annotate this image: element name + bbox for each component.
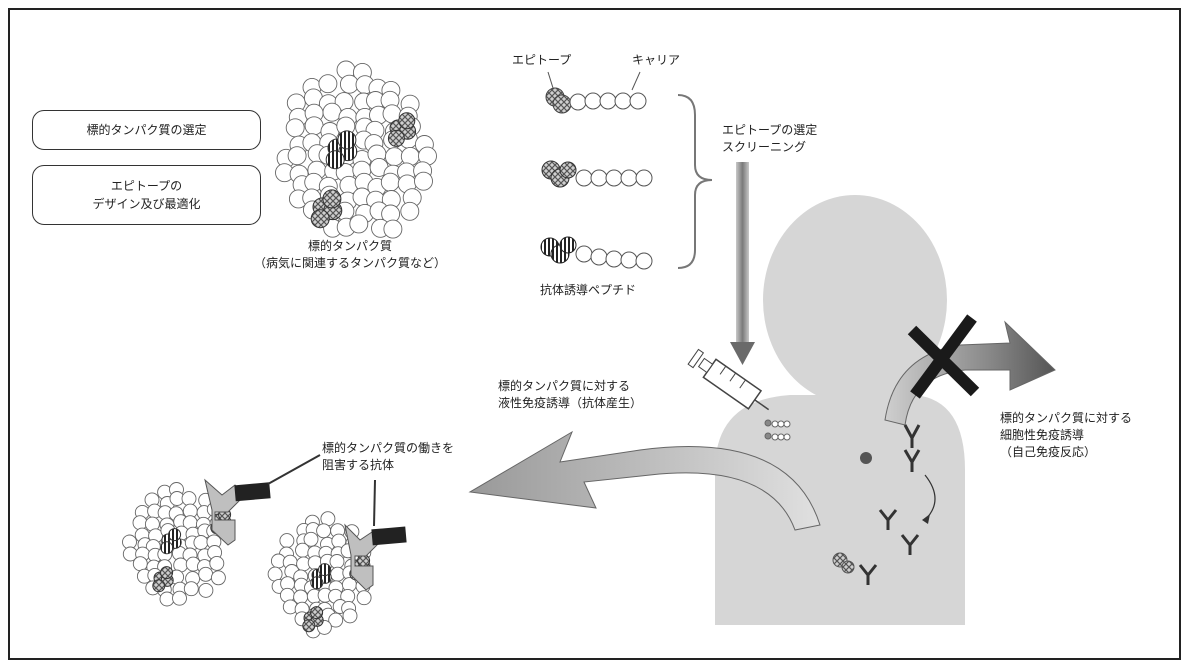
injected-peptides	[764, 419, 791, 441]
antibody-pointer-1	[267, 454, 321, 485]
protein-label: 標的タンパク質 （病気に関連するタンパク質など）	[253, 239, 446, 270]
epitope-label: エピトープ	[512, 53, 572, 67]
epitope-design-label-1: エピトープの	[110, 179, 183, 193]
carrier-label: キャリア	[632, 53, 681, 67]
peptide-caption: 抗体誘導ペプチド	[540, 283, 637, 297]
immune-cells	[832, 424, 936, 585]
antibody-2	[344, 523, 407, 591]
target-selection-box: 標的タンパク質の選定	[32, 110, 261, 150]
human-silhouette	[715, 195, 965, 625]
cellular-label: 標的タンパク質に対する 細胞性免疫誘導 （自己免疫反応）	[1000, 411, 1133, 459]
screening-label: エピトープの選定 スクリーニング	[722, 123, 818, 154]
peptide-epitope-carrier-1	[545, 71, 647, 114]
blocked-cross-icon	[907, 314, 980, 399]
target-protein-cluster	[275, 60, 437, 239]
epitope-design-label-2: デザイン及び最適化	[92, 197, 201, 211]
cellular-response-arrow	[884, 320, 1056, 426]
grouping-brace	[677, 94, 713, 269]
peptide-epitope-carrier-2	[541, 160, 653, 188]
humoral-response-arrow	[468, 430, 821, 531]
target-selection-label: 標的タンパク質の選定	[86, 123, 207, 137]
antibody-label: 標的タンパク質の働きを 阻害する抗体	[322, 441, 455, 472]
peptide-epitope-carrier-3	[540, 236, 653, 270]
epitope-design-box: エピトープの デザイン及び最適化	[32, 165, 261, 225]
antibody-bound-protein-2	[267, 511, 372, 639]
humoral-label: 標的タンパク質に対する 液性免疫誘導（抗体産生）	[498, 379, 643, 410]
screening-down-arrow	[730, 162, 755, 365]
antibody-pointer-2	[373, 479, 376, 527]
syringe-icon	[687, 348, 770, 411]
figure-frame	[8, 8, 1181, 660]
antibody-1	[204, 478, 271, 546]
